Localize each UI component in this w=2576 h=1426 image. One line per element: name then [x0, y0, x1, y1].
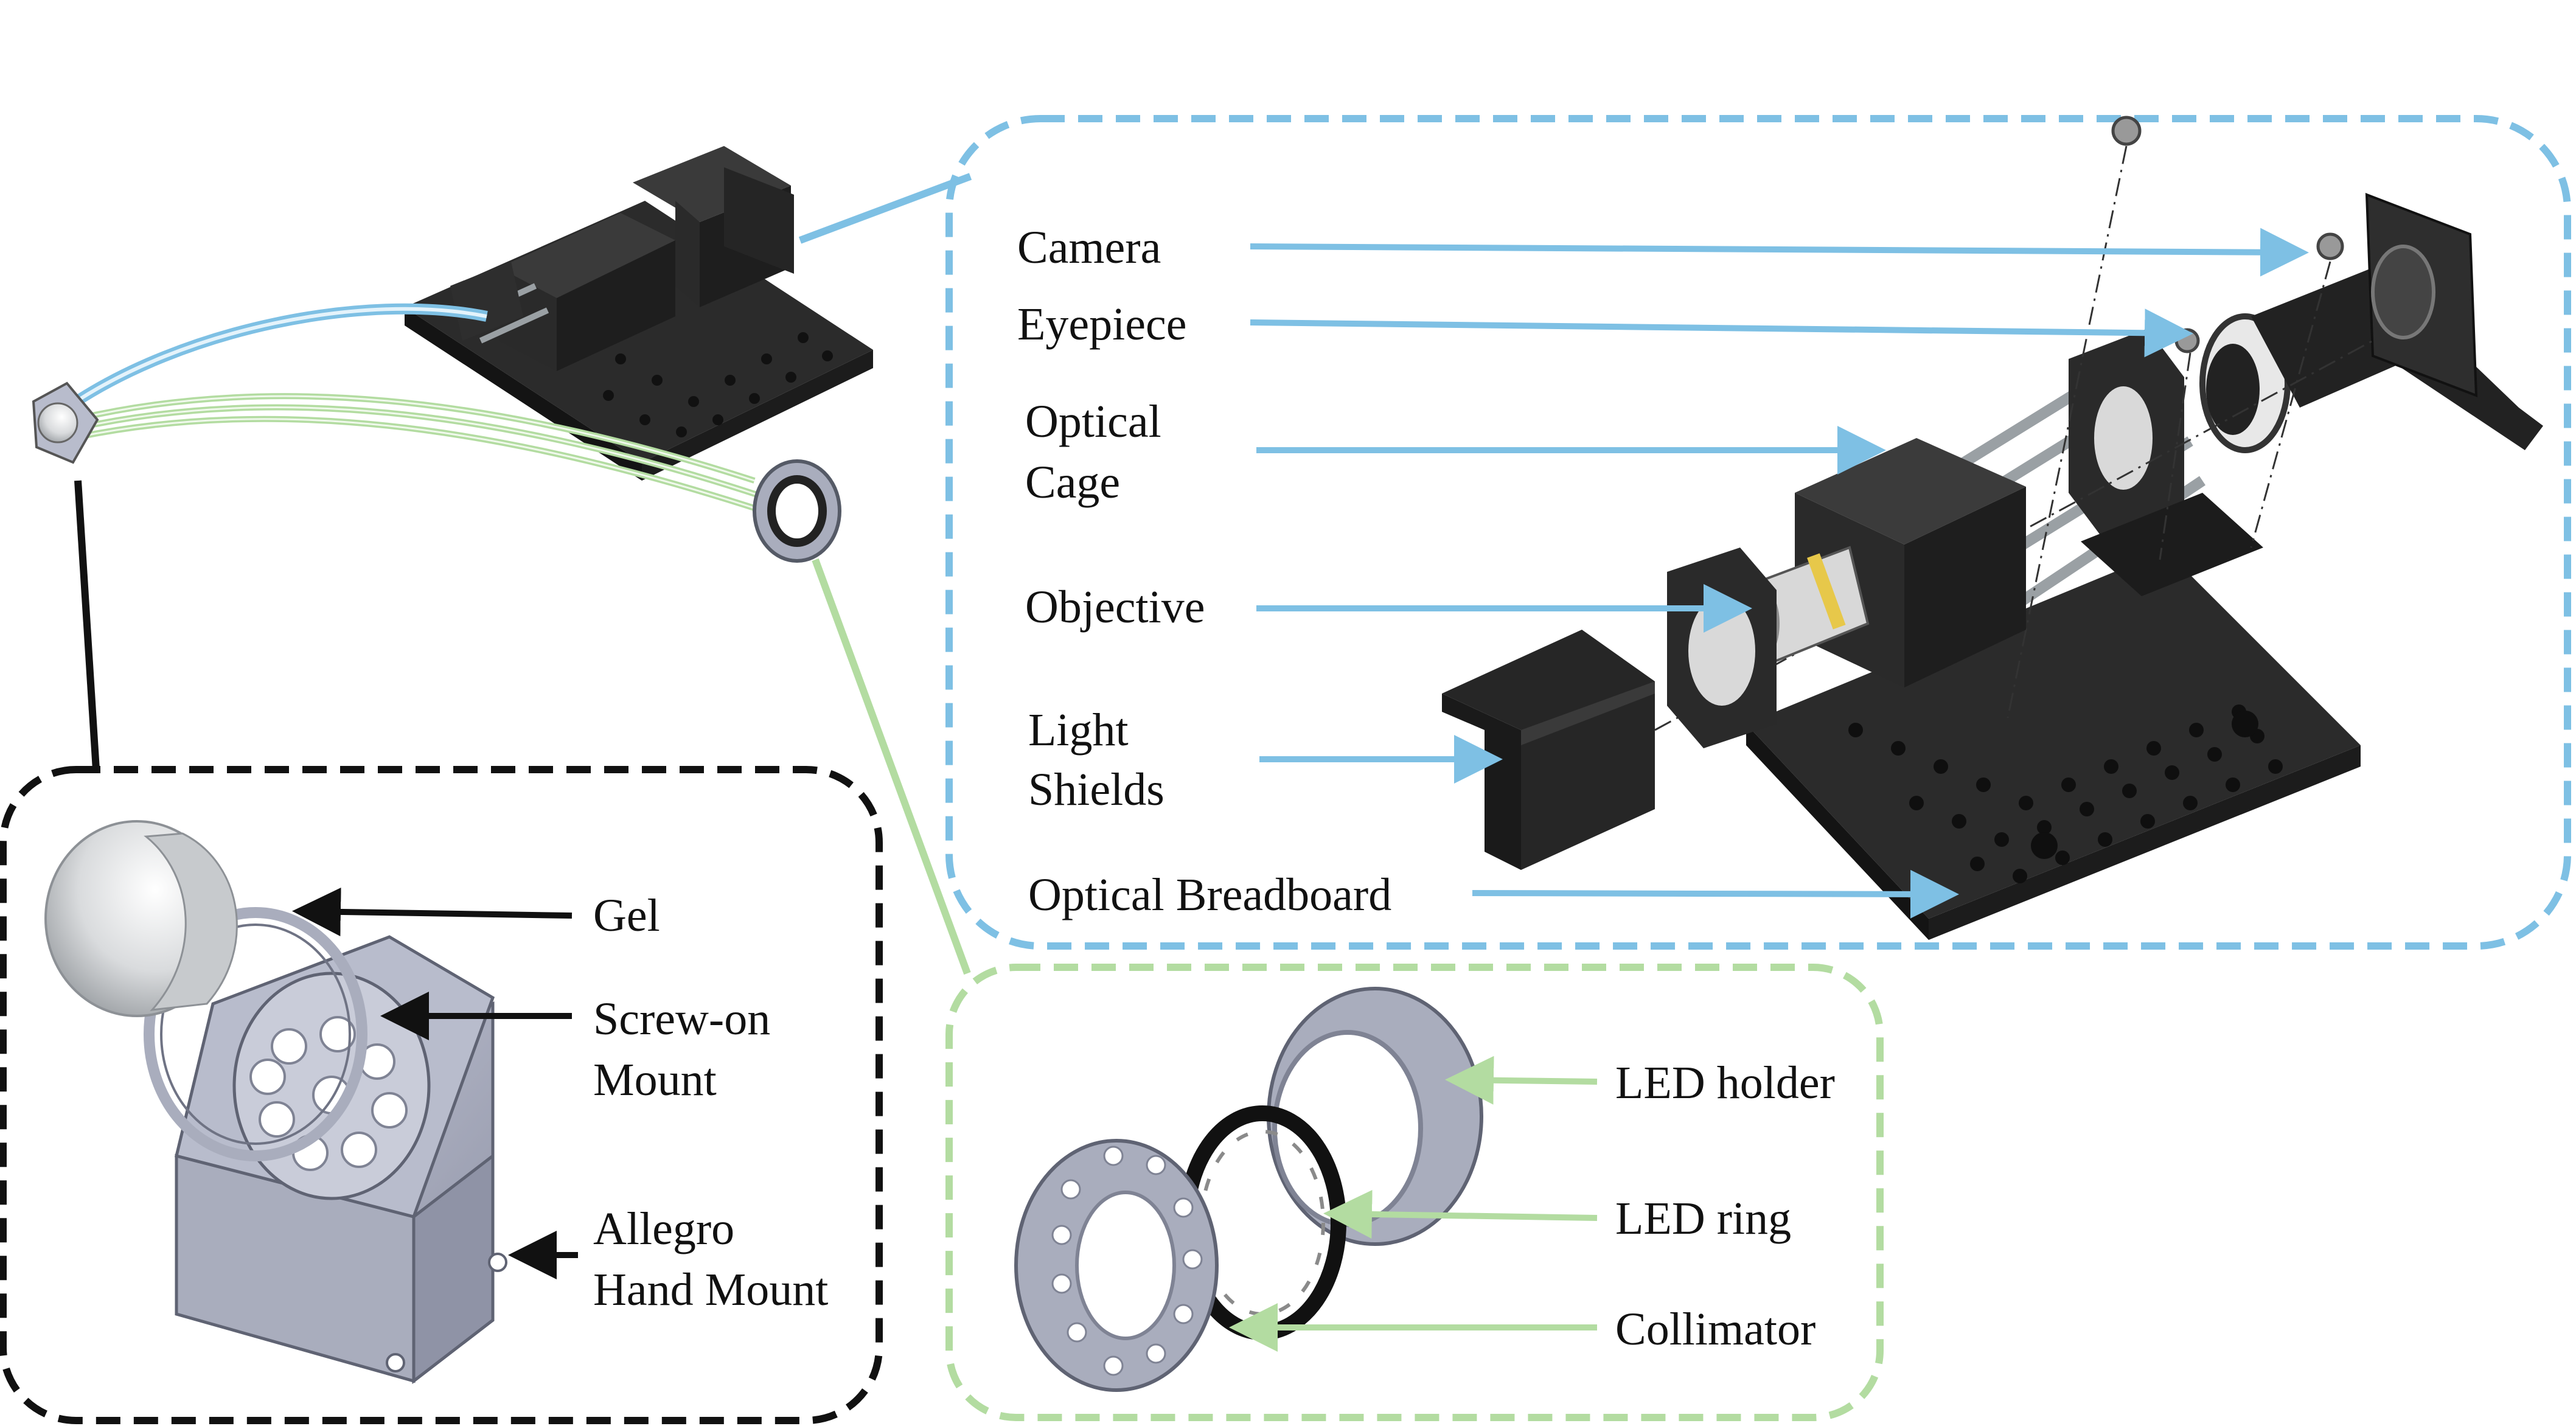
- optical-arrows: [1250, 228, 2309, 919]
- label-gel: Gel: [593, 890, 660, 941]
- label-light-shields-line2: Shields: [1028, 764, 1164, 815]
- label-camera: Camera: [1017, 222, 1161, 273]
- mount-arrows: [292, 887, 578, 1279]
- label-optical-cage-line1: Optical: [1025, 396, 1161, 447]
- label-allegro-line1: Allegro: [593, 1203, 734, 1254]
- led-arrows: [1229, 1056, 1598, 1352]
- label-led-holder: LED holder: [1615, 1057, 1835, 1108]
- blue-callout-line: [798, 173, 972, 244]
- mount-panel-frame: [0, 766, 883, 1424]
- label-optical-cage-line2: Cage: [1025, 457, 1120, 508]
- fiber-bundle: [63, 303, 765, 514]
- overview-led-ring: [753, 459, 841, 563]
- black-callout-line: [74, 480, 100, 770]
- mount-assembly-exploded: [44, 820, 507, 1385]
- label-led-ring: LED ring: [1615, 1193, 1791, 1244]
- overview-assembly: [405, 146, 873, 481]
- optical-assembly-exploded: [1442, 116, 2543, 940]
- led-assembly-exploded: [1014, 987, 1483, 1392]
- led-panel-frame: [945, 964, 1884, 1421]
- overview-gel-head: [32, 381, 99, 464]
- optical-panel-frame: [945, 115, 2571, 950]
- label-allegro-line2: Hand Mount: [593, 1264, 828, 1315]
- label-objective: Objective: [1025, 582, 1205, 633]
- label-eyepiece: Eyepiece: [1017, 299, 1186, 350]
- label-screw-on-line1: Screw-on: [593, 993, 770, 1045]
- label-screw-on-line2: Mount: [593, 1054, 717, 1105]
- label-light-shields-line1: Light: [1028, 704, 1129, 756]
- green-callout-line: [812, 558, 971, 975]
- label-optical-breadboard: Optical Breadboard: [1028, 869, 1391, 920]
- label-collimator: Collimator: [1615, 1304, 1815, 1355]
